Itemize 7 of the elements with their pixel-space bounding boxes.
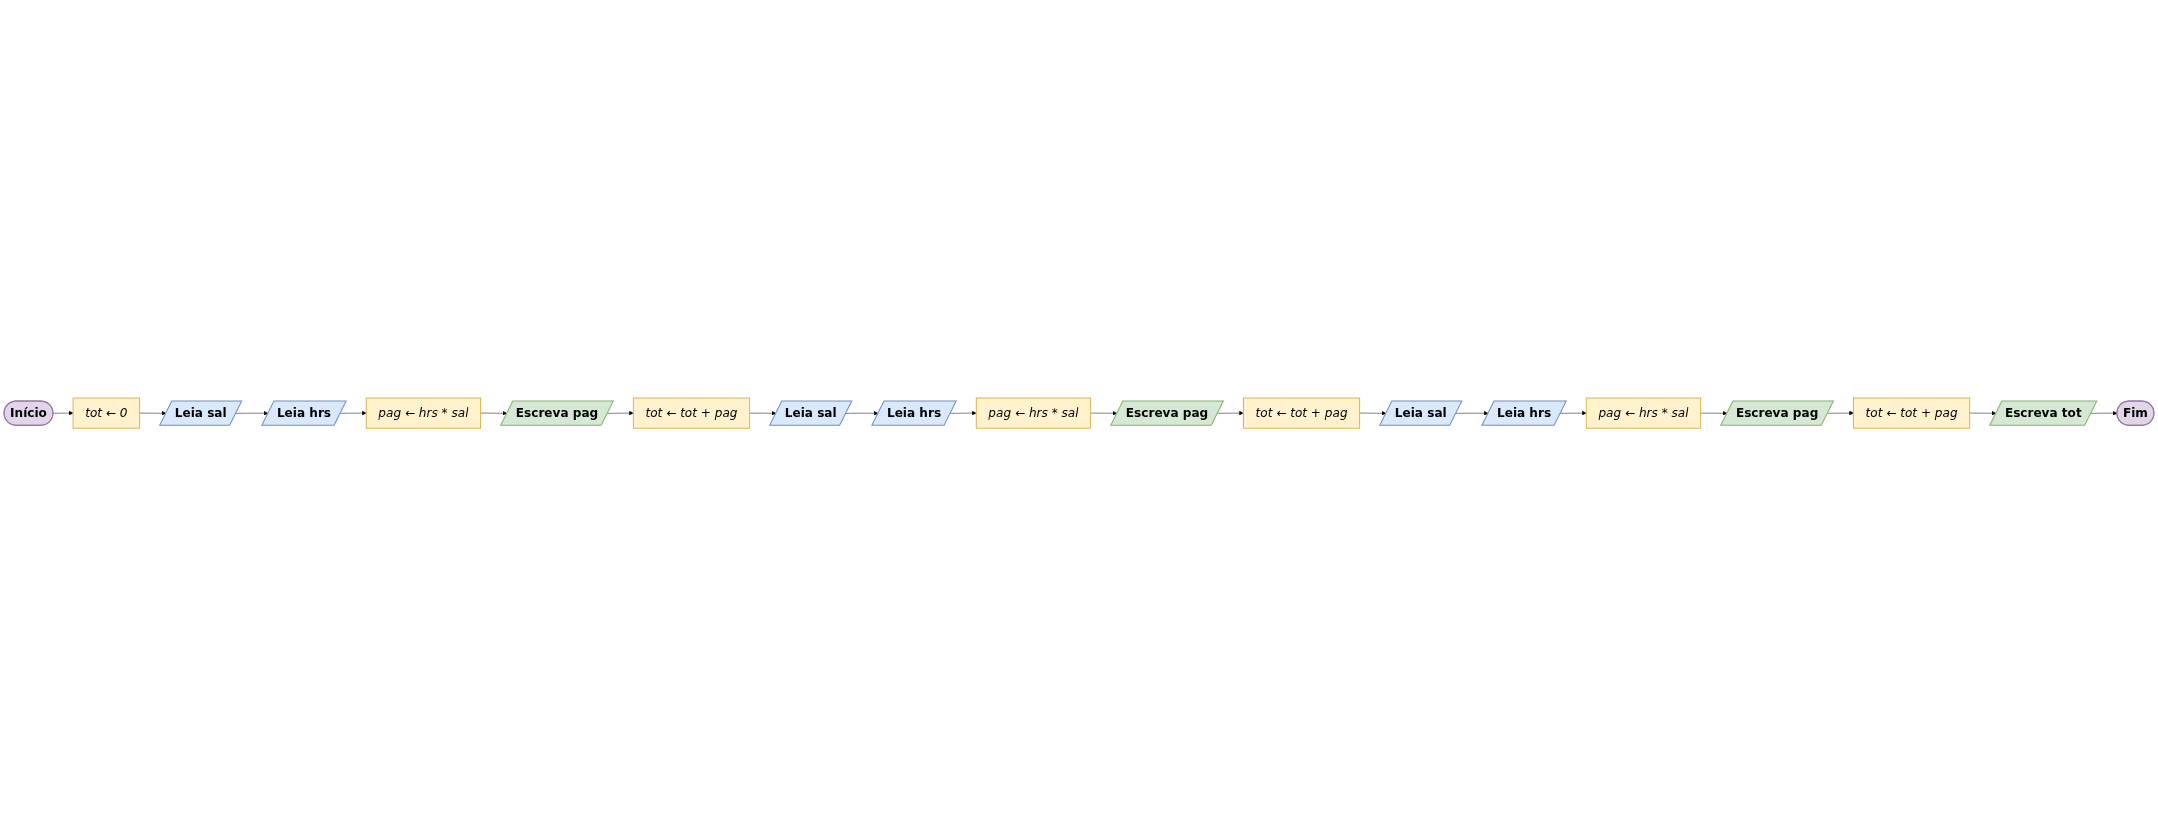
node-box: tot ← tot + pag: [1242, 397, 1361, 429]
node-box: tot ← tot + pag: [632, 397, 751, 429]
node-box: tot ← 0: [72, 397, 141, 429]
node-box: pag ← hrs * sal: [975, 397, 1092, 429]
node-box: pag ← hrs * sal: [365, 397, 482, 429]
node-box: tot ← tot + pag: [1853, 397, 1971, 429]
node-box: pag ← hrs * sal: [1585, 397, 1702, 429]
